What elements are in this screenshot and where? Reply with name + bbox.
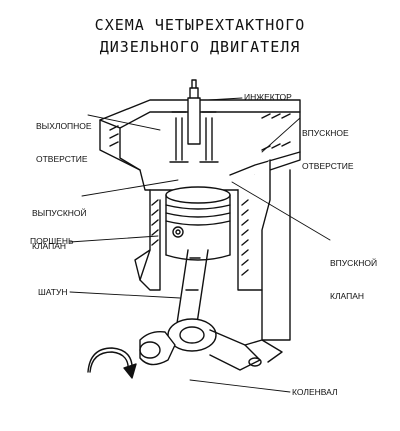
- label-exhaust-valve-line-2: КЛАПАН: [32, 241, 67, 251]
- title-line-2: ДИЗЕЛЬНОГО ДВИГАТЕЛЯ: [99, 38, 301, 56]
- label-intake-port-line-2: ОТВЕРСТИЕ: [302, 161, 354, 171]
- label-intake-port: ВПУСКНОЕ ОТВЕРСТИЕ: [302, 106, 354, 183]
- label-intake-port-line-1: ВПУСКНОЕ: [302, 128, 349, 138]
- cylinder-block: [134, 159, 291, 341]
- label-intake-valve-line-2: КЛАПАН: [330, 291, 365, 301]
- title-line-1: СХЕМА ЧЕТЫРЕХТАКТНОГО: [94, 16, 306, 34]
- leader-lines: [69, 97, 331, 393]
- label-intake-valve: ВПУСКНОЙ КЛАПАН: [330, 236, 377, 313]
- label-injector: ИНЖЕКТОР: [244, 92, 292, 102]
- label-connecting-rod: ШАТУН: [38, 287, 68, 297]
- label-exhaust-valve: ВЫПУСКНОЙ КЛАПАН: [32, 186, 87, 263]
- piston: [165, 186, 231, 261]
- label-exhaust-port-line-1: ВЫХЛОПНОЕ: [36, 121, 92, 131]
- label-crankshaft: КОЛЕНВАЛ: [292, 387, 338, 397]
- rotation-arrow-icon: [87, 347, 137, 379]
- label-intake-valve-line-1: ВПУСКНОЙ: [330, 258, 378, 268]
- crankshaft: [139, 329, 283, 371]
- label-exhaust-valve-line-1: ВЫПУСКНОЙ: [32, 208, 87, 218]
- label-piston: ПОРШЕНЬ: [30, 236, 74, 246]
- connecting-rod: [167, 249, 217, 352]
- label-exhaust-port: ВЫХЛОПНОЕ ОТВЕРСТИЕ: [36, 99, 92, 176]
- injector-assembly: [169, 79, 219, 163]
- label-exhaust-port-line-2: ОТВЕРСТИЕ: [36, 154, 88, 164]
